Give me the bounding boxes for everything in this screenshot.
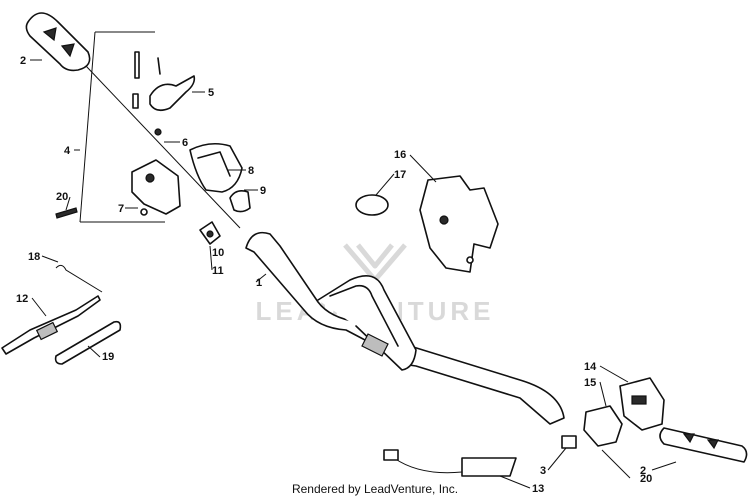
retaining-ring[interactable] <box>355 194 389 216</box>
callout-8[interactable]: 8 <box>248 165 254 177</box>
callout-7[interactable]: 7 <box>118 203 124 215</box>
sleeve-tube[interactable] <box>54 320 122 365</box>
callout-3[interactable]: 3 <box>540 465 546 477</box>
left-screw[interactable] <box>55 207 78 219</box>
callout-labels: 1 2 2 3 4 5 6 7 8 9 10 11 12 13 14 15 16… <box>16 55 652 495</box>
clip-part[interactable] <box>229 190 251 213</box>
watermark-logo-icon <box>343 243 407 283</box>
callout-2-left[interactable]: 2 <box>20 55 26 67</box>
callout-19[interactable]: 19 <box>102 351 114 363</box>
right-mount-bracket[interactable] <box>419 175 499 273</box>
callout-16[interactable]: 16 <box>394 149 406 161</box>
callout-11[interactable]: 11 <box>212 265 224 277</box>
callout-10[interactable]: 10 <box>212 247 224 259</box>
throttle-housing[interactable] <box>189 142 243 193</box>
cable-assembly[interactable] <box>1 264 103 355</box>
callout-12[interactable]: 12 <box>16 293 28 305</box>
callout-18[interactable]: 18 <box>28 251 40 263</box>
callout-4[interactable]: 4 <box>64 145 71 157</box>
left-mount-clamp[interactable] <box>131 159 181 216</box>
collar[interactable] <box>561 435 577 449</box>
left-assembly-bracket <box>79 31 165 223</box>
leader-lines <box>30 59 677 489</box>
callout-9[interactable]: 9 <box>260 185 266 197</box>
callout-17[interactable]: 17 <box>394 169 406 181</box>
left-hand-grip[interactable] <box>25 12 241 229</box>
pivot-lever-assembly[interactable] <box>132 51 196 136</box>
callout-2-right[interactable]: 2 <box>640 465 646 477</box>
callout-5[interactable]: 5 <box>208 87 214 99</box>
callout-1[interactable]: 1 <box>256 277 262 289</box>
heater-element[interactable] <box>383 449 517 477</box>
callout-15[interactable]: 15 <box>584 377 596 389</box>
callout-20-right[interactable]: 20 <box>640 473 652 485</box>
right-hand-grip[interactable] <box>659 427 748 463</box>
wiring-connector[interactable] <box>199 221 221 245</box>
main-handlebar[interactable] <box>245 231 565 425</box>
callout-14[interactable]: 14 <box>584 361 597 373</box>
footer-credit: Rendered by LeadVenture, Inc. <box>291 482 459 496</box>
right-control-pod[interactable] <box>583 377 665 447</box>
callout-6[interactable]: 6 <box>182 137 188 149</box>
callout-20-left[interactable]: 20 <box>56 191 68 203</box>
callout-13[interactable]: 13 <box>532 483 544 495</box>
